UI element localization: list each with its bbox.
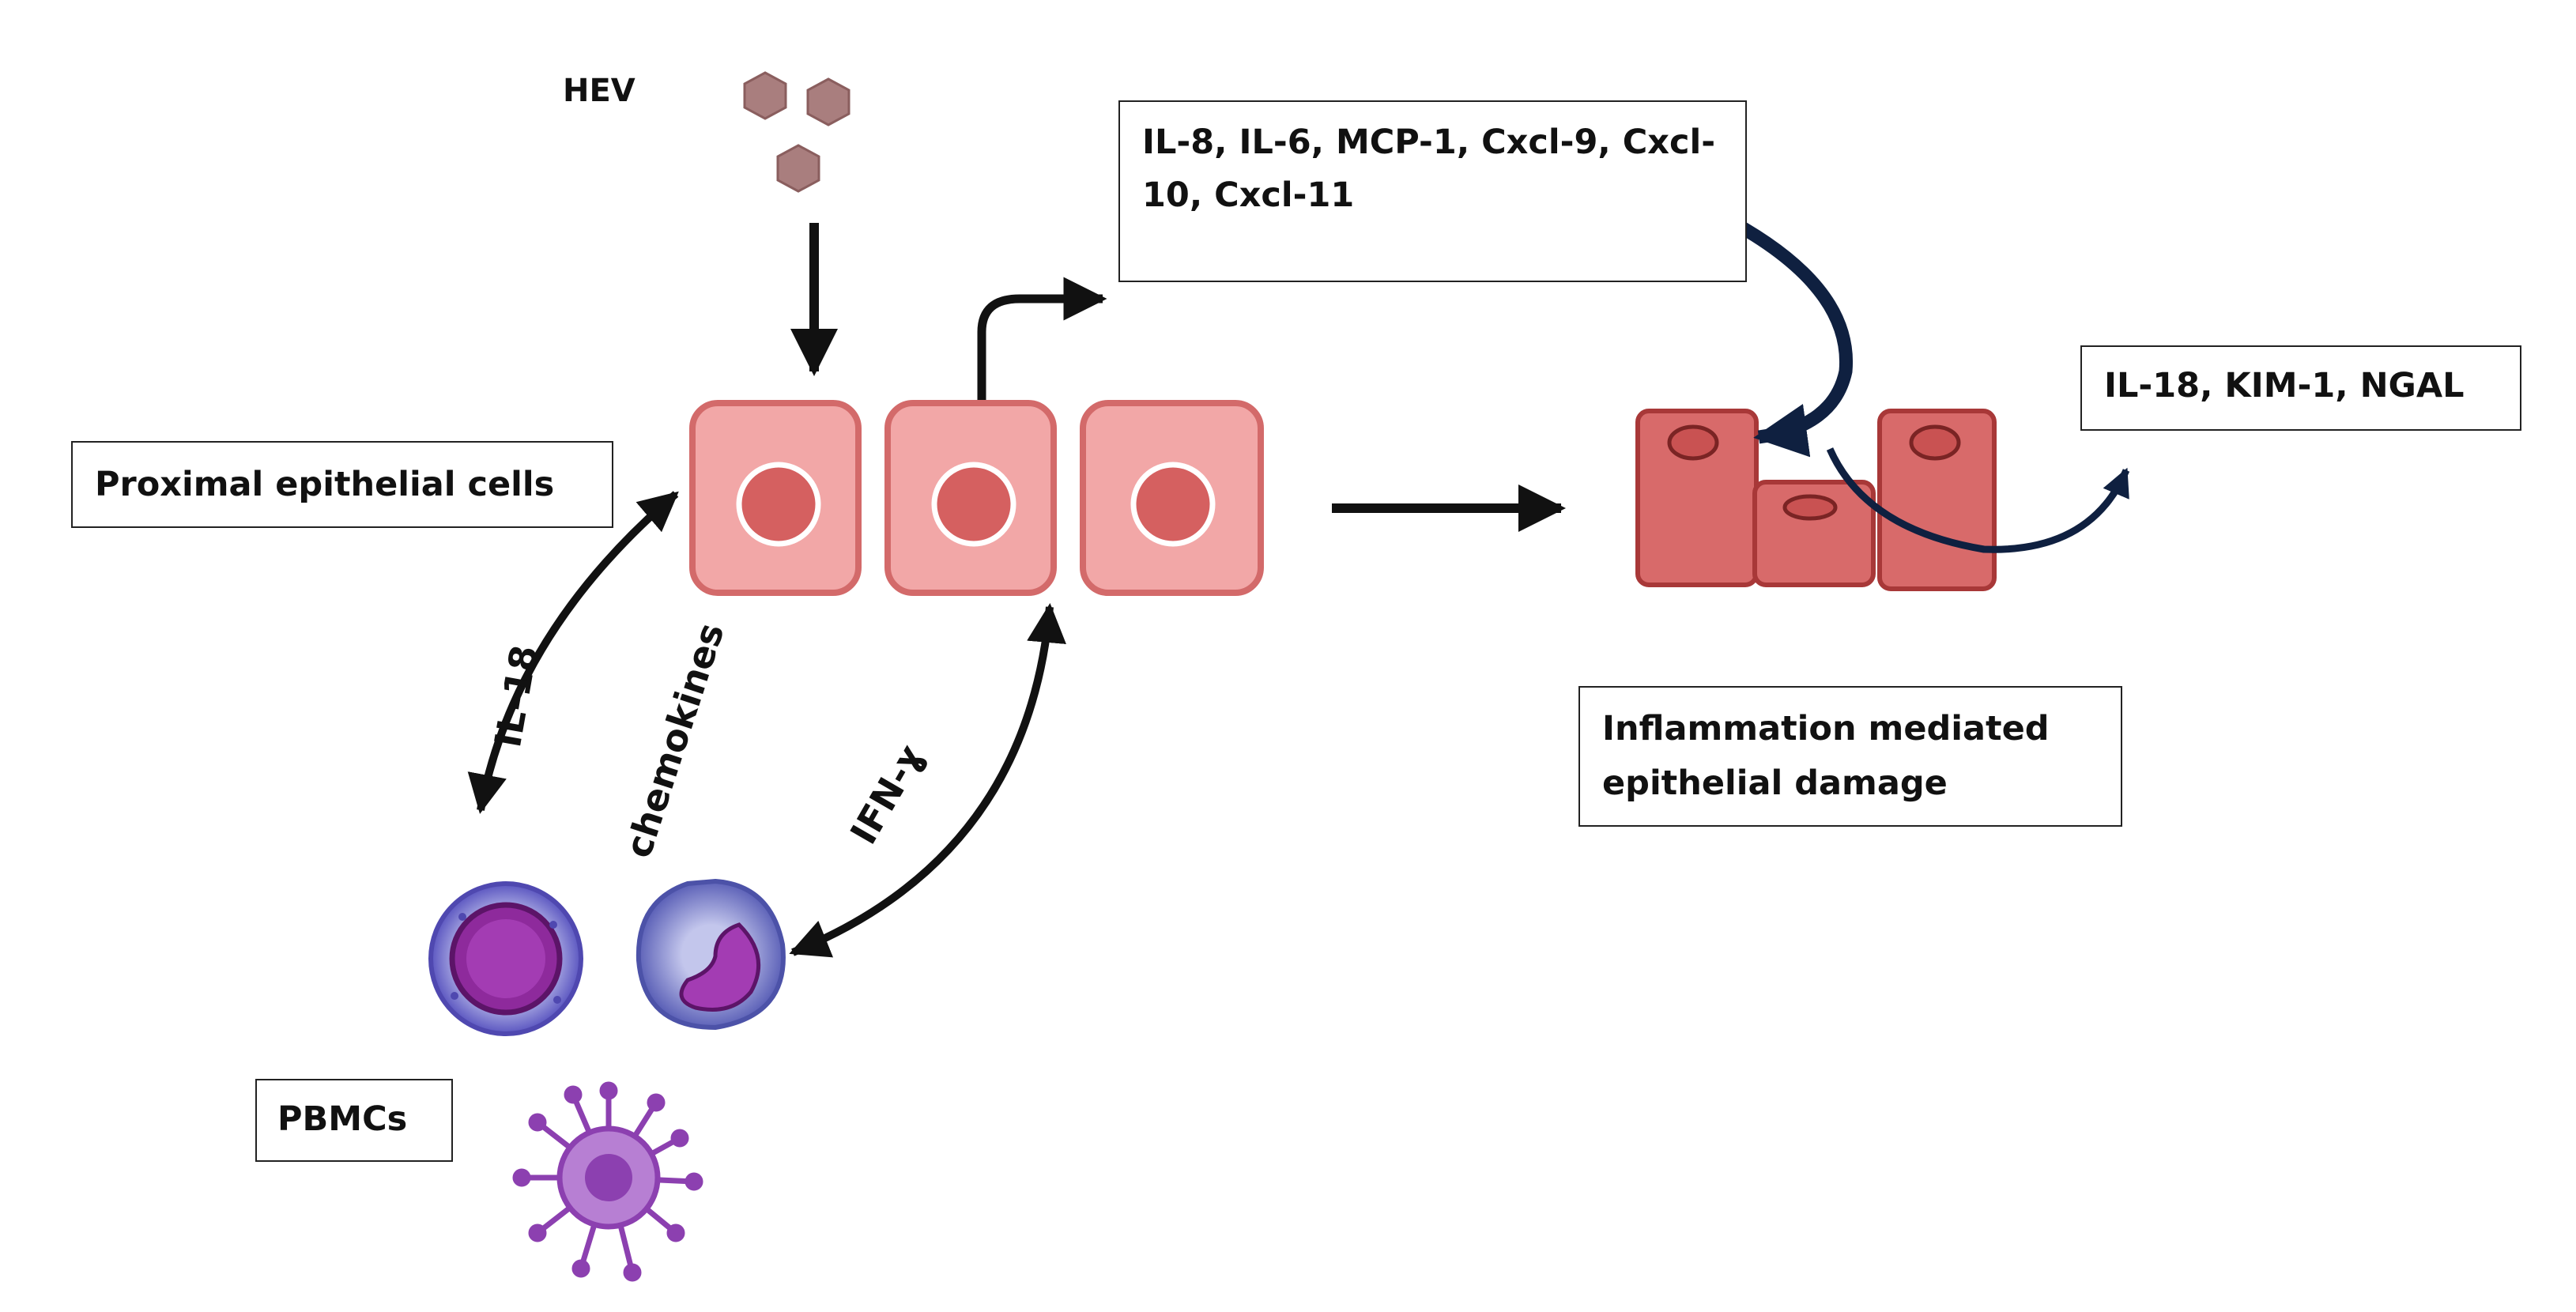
damaged-nucleus xyxy=(1667,424,1719,461)
proximal-epithelial-cells-label: Proximal epithelial cells xyxy=(95,465,555,504)
pbmcs-label: PBMCs xyxy=(277,1099,408,1139)
cytokines-to-damage-arrow xyxy=(1716,209,1854,458)
secretion-arrow xyxy=(977,277,1107,451)
dendritic-cell-icon xyxy=(512,1081,703,1282)
damage-label: Inflammation mediated epithelial damage xyxy=(1602,709,2050,803)
cell-nucleus xyxy=(1130,462,1216,547)
monocyte-icon xyxy=(636,878,786,1031)
ifn-double-arrow xyxy=(789,603,1066,958)
damaged-nucleus xyxy=(1909,424,1961,461)
damage-box: Inflammation mediated epithelial damage xyxy=(1578,686,2122,827)
damage-to-markers-arrow xyxy=(1826,447,2130,553)
il18-chemokines-double-arrow xyxy=(467,491,679,814)
cytokines-box: IL-8, IL-6, MCP-1, Cxcl-9, Cxcl-10, Cxcl… xyxy=(1118,100,1747,282)
proximal-epithelial-cells-box: Proximal epithelial cells xyxy=(71,441,613,528)
pbmcs-box: PBMCs xyxy=(255,1079,453,1162)
cell-nucleus xyxy=(931,462,1016,547)
hev-virus-icon xyxy=(743,71,850,193)
cell-nucleus xyxy=(736,462,821,547)
injury-markers-box: IL-18, KIM-1, NGAL xyxy=(2080,345,2521,431)
hev-label: HEV xyxy=(563,73,636,109)
cytokines-label: IL-8, IL-6, MCP-1, Cxcl-9, Cxcl-10, Cxcl… xyxy=(1142,123,1716,215)
damaged-nucleus xyxy=(1782,494,1838,521)
damaged-epithelial-cells xyxy=(1635,409,1997,591)
lymphocyte-icon xyxy=(428,881,583,1036)
injury-markers-label: IL-18, KIM-1, NGAL xyxy=(2104,366,2465,405)
proximal-epithelial-cells xyxy=(689,400,1264,596)
